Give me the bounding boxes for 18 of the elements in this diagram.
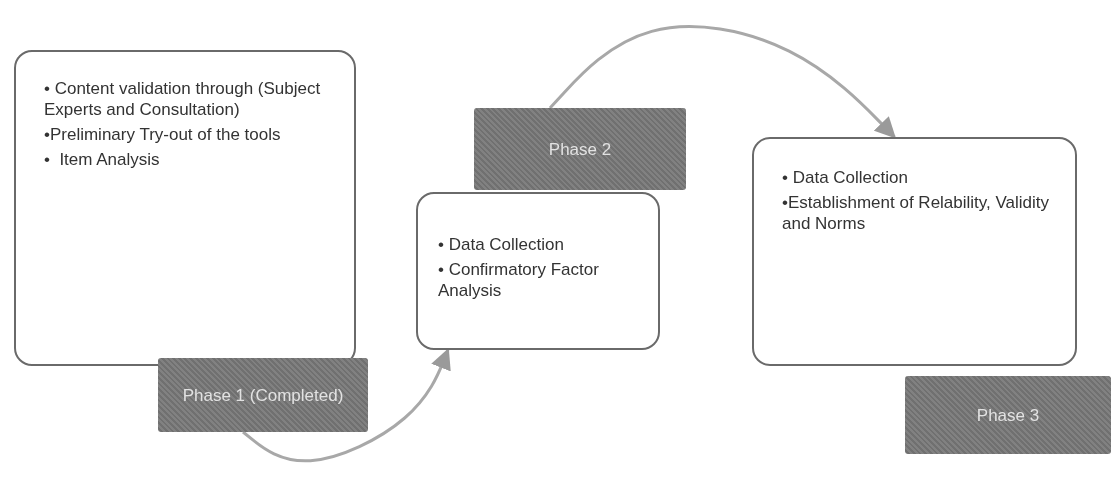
phase-label-box <box>158 358 368 432</box>
phase-label-box <box>474 108 686 190</box>
bullet-text: • Confirmatory Factor Analysis <box>438 259 600 301</box>
rounded-box <box>416 192 660 350</box>
bullet-text: •Preliminary Try-out of the tools <box>44 124 282 145</box>
bullet-text: •Establishment of Relability, Validity and Norms <box>782 192 1051 234</box>
rounded-box <box>752 137 1077 366</box>
bullet-text: • Content validation through (Subject Experts and Consultation) <box>44 78 322 120</box>
bullet-text: • Data Collection <box>782 167 909 188</box>
phase-label: Phase 2 <box>548 138 612 160</box>
bullet-text: • Item Analysis <box>44 149 161 170</box>
rounded-box <box>14 50 356 366</box>
phase-label: Phase 1 (Completed) <box>182 384 344 406</box>
curved-arrow <box>242 348 451 463</box>
phase-label: Phase 3 <box>976 404 1040 426</box>
phase-label-box <box>905 376 1111 454</box>
bullet-text: • Data Collection <box>438 234 565 255</box>
curved-arrow <box>548 25 896 139</box>
